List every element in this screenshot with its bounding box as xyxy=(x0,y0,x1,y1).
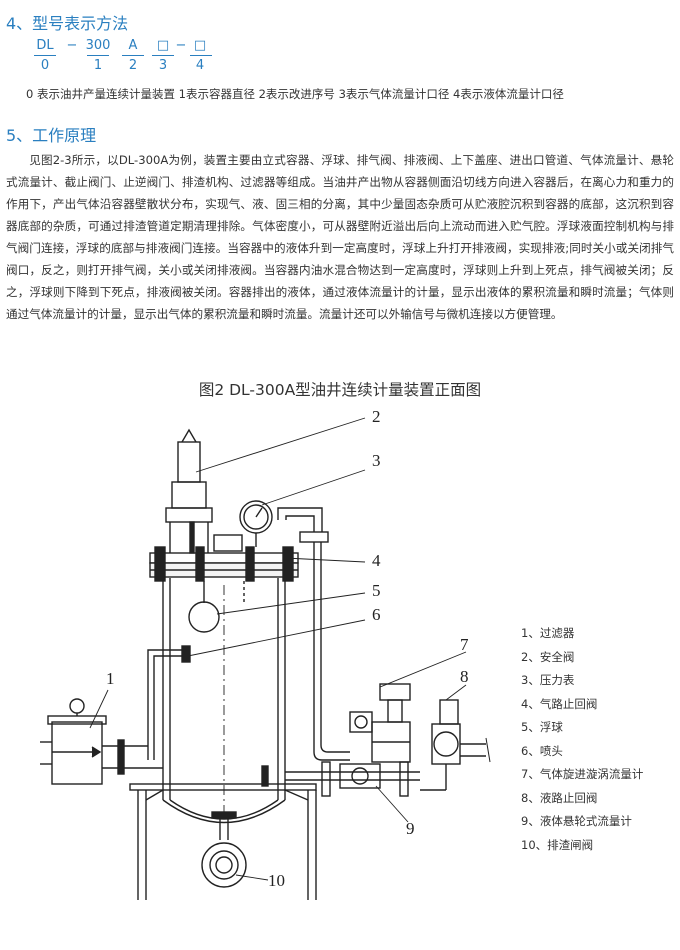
legend-item-nozzle: 6、喷头 xyxy=(521,743,563,758)
filter xyxy=(40,698,163,785)
pressure-gauge xyxy=(239,500,273,547)
code-part-gas: □ xyxy=(156,38,170,53)
callout-10: 10 xyxy=(268,871,285,890)
gas-vortex-flowmeter xyxy=(349,683,411,763)
safety-valve xyxy=(165,428,243,554)
code-index-0: 0 xyxy=(40,58,50,73)
legend-item-gas-check-valve: 4、气路止回阀 xyxy=(521,696,598,711)
support-legs xyxy=(129,783,317,900)
leader-lines xyxy=(89,417,467,881)
legend-item-pressure-gauge: 3、压力表 xyxy=(521,673,575,687)
callout-7: 7 xyxy=(460,635,469,654)
code-part-liquid: □ xyxy=(193,38,207,53)
vertical-vessel xyxy=(162,578,286,824)
code-part-diameter: 300 xyxy=(85,38,111,53)
code-index-2: 2 xyxy=(128,58,138,73)
legend-item-liquid-check-valve: 8、液路止回阀 xyxy=(521,790,598,805)
figure-legend: 1、过滤器 2、安全阀 3、压力表 4、气路止回阀 5、浮球 6、喷头 7、气体… xyxy=(521,622,643,857)
legend-item-float: 5、浮球 xyxy=(521,720,563,734)
gas-outlet-pipe xyxy=(277,507,350,761)
callout-2: 2 xyxy=(372,407,381,426)
code-separator-1: − xyxy=(66,38,78,53)
code-part-dl: DL xyxy=(36,38,54,53)
callout-5: 5 xyxy=(372,581,381,600)
legend-item-filter: 1、过滤器 xyxy=(521,626,575,640)
legend-item-drain-valve: 10、排渣闸阀 xyxy=(521,837,594,852)
code-index-3: 3 xyxy=(158,58,168,73)
top-flange xyxy=(149,546,299,582)
section-4-title: 4、型号表示方法 xyxy=(6,14,129,33)
legend-item-gas-flowmeter: 7、气体旋进漩涡流量计 xyxy=(521,767,644,781)
code-separator-2: − xyxy=(175,38,187,53)
working-principle-paragraph: 见图2-3所示，以DL-300A为例，装置主要由立式容器、浮球、排气阀、排液阀、… xyxy=(6,153,674,321)
liquid-check-valve xyxy=(420,699,491,791)
figure-title: 图2 DL-300A型油井连续计量装置正面图 xyxy=(198,381,482,399)
model-code-legend: 0 表示油井产量连续计量装置 1表示容器直径 2表示改进序号 3表示气体流量计口… xyxy=(26,87,564,101)
drain-gate-valve xyxy=(201,811,247,888)
legend-item-liquid-flowmeter: 9、液体悬轮式流量计 xyxy=(521,814,632,828)
code-index-4: 4 xyxy=(195,58,205,73)
code-index-1: 1 xyxy=(93,58,103,73)
code-part-revision: A xyxy=(128,38,138,53)
inlet-pipe-nozzle xyxy=(147,645,191,760)
callout-4: 4 xyxy=(372,551,381,570)
callout-1: 1 xyxy=(106,669,115,688)
callout-6: 6 xyxy=(372,605,381,624)
callout-3: 3 xyxy=(372,451,381,470)
callout-8: 8 xyxy=(460,667,469,686)
callout-9: 9 xyxy=(406,819,415,838)
section-5-title: 5、工作原理 xyxy=(6,126,97,145)
legend-item-safety-valve: 2、安全阀 xyxy=(521,649,575,664)
device-front-view-diagram: 2 3 4 5 6 7 8 1 9 10 xyxy=(40,407,491,900)
float-ball xyxy=(188,581,245,633)
